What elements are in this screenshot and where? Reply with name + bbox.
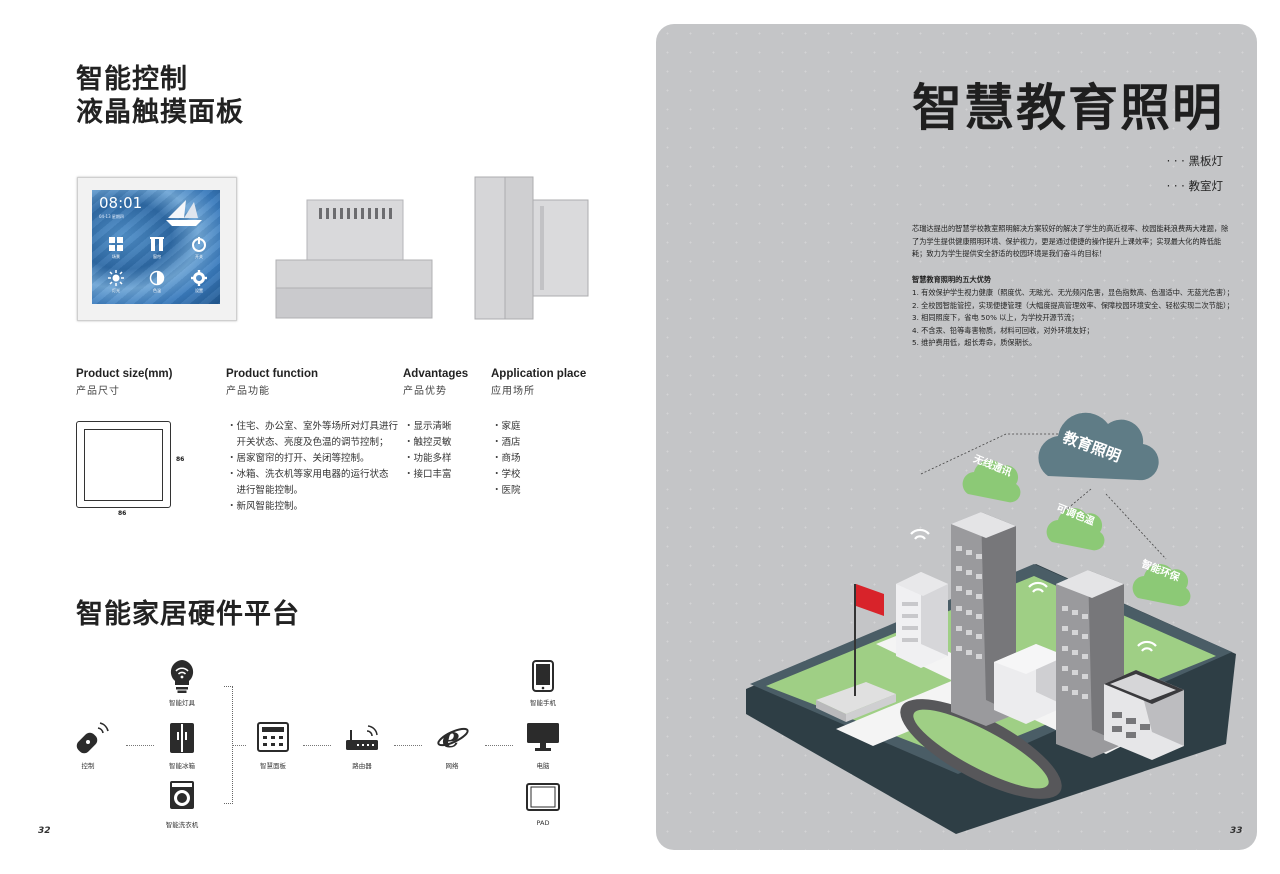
gear-icon[interactable] [191, 270, 207, 286]
list-item: ・显示清晰 [404, 421, 452, 432]
list-item: 5. 维护费用低，超长寿命，质保期长。 [912, 338, 1037, 347]
title-line-2: 液晶触摸面板 [76, 97, 244, 128]
node-label-lamp: 智能灯具 [169, 699, 195, 707]
node-label-panel: 智慧面板 [260, 762, 286, 770]
node-label-phone: 智能手机 [530, 699, 556, 707]
bullet-blackboard-light: · · · 黑板灯 [1166, 154, 1223, 168]
touch-panel-side-view [474, 176, 589, 320]
connector-line [232, 745, 246, 746]
connector-line [303, 745, 331, 746]
bullet-classroom-light: · · · 教室灯 [1166, 179, 1223, 193]
application-list: ・家庭 ・酒店 ・商场 ・学校 ・医院 [492, 419, 521, 499]
svg-text:e: e [442, 721, 460, 752]
function-heading: Product function [226, 368, 318, 380]
list-item: 1. 有效保护学生视力健康（照度优、无眩光、无光频闪危害，显色指数高、色温适中、… [912, 288, 1234, 297]
node-label-network: 网络 [445, 762, 459, 770]
list-item: ・商场 [492, 453, 521, 464]
list-item: ・住宅、办公室、室外等场所对灯具进行 [227, 421, 399, 432]
application-heading: Application place [491, 368, 587, 380]
node-label-washer: 智能洗衣机 [165, 821, 199, 829]
function-column-header: Product function 产品功能 [226, 368, 318, 397]
list-item: ・酒店 [492, 437, 521, 448]
tablet-icon [526, 783, 560, 811]
list-item: ・居家窗帘的打开、关闭等控制。 [227, 453, 370, 464]
smart-fridge-icon [170, 723, 194, 753]
node-label-control: 控制 [81, 762, 95, 770]
screen-icon-label: 场景 [112, 254, 120, 259]
intro-paragraph: 芯瑞达提出的智慧学校教室照明解决方案较好的解决了学生的高近视率、校园能耗浪费两大… [912, 224, 1229, 258]
platform-title: 智能家居硬件平台 [76, 599, 300, 630]
smart-lamp-icon [170, 660, 194, 693]
touch-panel-front: 08:01 04-13 星期四 场景 窗帘 开关 [77, 177, 237, 321]
smart-campus-illustration [746, 412, 1236, 834]
advantages-subheading: 产品优势 [403, 386, 447, 397]
desktop-computer-icon [527, 723, 559, 751]
screen-icon-label: 灯光 [112, 288, 120, 293]
screen-icon-label: 窗帘 [153, 254, 161, 259]
paper-boat-icon [166, 200, 202, 226]
list-item: ・接口丰富 [404, 469, 452, 480]
size-drawing [76, 421, 171, 508]
node-label-fridge: 智能冰箱 [169, 762, 195, 770]
router-icon [346, 725, 378, 750]
smartphone-icon [532, 660, 554, 692]
power-icon[interactable] [191, 236, 207, 252]
page-number-right: 33 [1230, 826, 1243, 836]
page-title: 智能控制 液晶触摸面板 [76, 63, 244, 129]
advantages-list: ・显示清晰 ・触控灵敏 ・功能多样 ・接口丰富 [404, 419, 452, 483]
advantages-heading: Advantages [403, 368, 469, 380]
function-list: ・住宅、办公室、室外等场所对灯具进行 开关状态、亮度及色温的调节控制； ・居家窗… [227, 419, 398, 515]
connector-line [126, 745, 154, 746]
list-item: 开关状态、亮度及色温的调节控制； [227, 437, 389, 448]
dimension-height: 86 [176, 456, 185, 463]
list-item: 4. 不含汞、铅等毒害物质，材料可回收，对外环境友好； [912, 325, 1094, 335]
node-label-pad: PAD [536, 819, 550, 827]
size-subheading: 产品尺寸 [76, 386, 120, 397]
node-label-router: 路由器 [352, 762, 372, 770]
list-item: 进行智能控制。 [227, 485, 304, 496]
function-subheading: 产品功能 [226, 386, 270, 397]
list-item: ・家庭 [492, 421, 521, 432]
advantages-list: 1. 有效保护学生视力健康（照度优、无眩光、无光频闪危害，显色指数高、色温适中、… [912, 287, 1247, 350]
size-heading: Product size(mm) [76, 368, 173, 380]
smart-panel-icon [257, 722, 289, 752]
remote-control-icon [76, 722, 109, 754]
screen-icon-label: 色温 [153, 288, 161, 293]
page-number-left: 32 [38, 826, 51, 836]
sun-icon[interactable] [108, 270, 124, 286]
size-column-header: Product size(mm) 产品尺寸 [76, 368, 173, 397]
education-lighting-title: 智慧教育照明 [912, 79, 1224, 137]
contrast-icon[interactable] [149, 270, 165, 286]
list-item: 3. 相同照度下，省电 50% 以上，为学校开源节流； [912, 313, 1079, 322]
touch-panel-top-view [275, 199, 433, 319]
screen-icon-label: 设置 [195, 288, 203, 293]
list-item: ・冰箱、洗衣机等家用电器的运行状态 [227, 469, 389, 480]
wifi-icon [910, 528, 1157, 652]
touch-panel-screen: 08:01 04-13 星期四 场景 窗帘 开关 [92, 190, 220, 304]
advantages-title: 智慧教育照明的五大优势 [912, 275, 992, 284]
list-item: ・触控灵敏 [404, 437, 452, 448]
screen-icon-label: 开关 [195, 254, 203, 259]
grid-icon[interactable] [108, 236, 124, 252]
title-line-1: 智能控制 [76, 64, 188, 95]
connector-line [394, 745, 422, 746]
list-item: 2. 全校园智能管控，实现便捷管理（大幅度提高管理效率、保障校园环境安全、轻松实… [912, 300, 1234, 310]
smart-washer-icon [170, 781, 194, 809]
screen-date: 04-13 星期四 [99, 214, 124, 219]
screen-time: 08:01 [99, 194, 143, 212]
list-item: ・功能多样 [404, 453, 452, 464]
education-lighting-panel: 智慧教育照明 · · · 黑板灯 · · · 教室灯 芯瑞达提出的智慧学校教室照… [656, 24, 1257, 850]
node-label-pc: 电脑 [536, 762, 550, 770]
list-item: ・医院 [492, 485, 521, 496]
list-item: ・学校 [492, 469, 521, 480]
dimension-width: 86 [118, 510, 127, 517]
application-column-header: Application place 应用场所 [491, 368, 586, 397]
connector-line [485, 745, 513, 746]
application-subheading: 应用场所 [491, 386, 535, 397]
list-item: ・新风智能控制。 [227, 501, 304, 512]
internet-browser-icon: e [437, 721, 469, 752]
advantages-column-header: Advantages 产品优势 [403, 368, 468, 397]
curtain-icon[interactable] [149, 236, 165, 252]
